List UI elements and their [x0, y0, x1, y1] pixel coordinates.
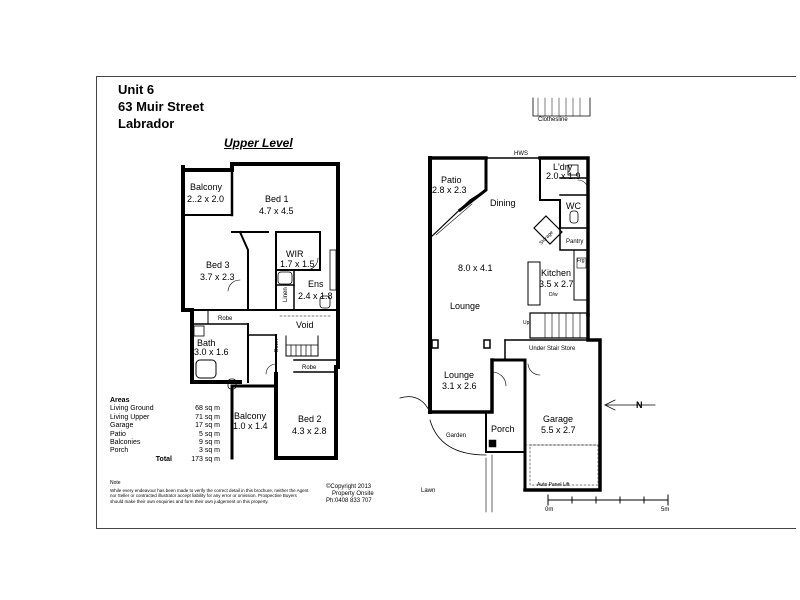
room-name: WC	[566, 201, 581, 211]
lawn-label: Lawn	[421, 488, 435, 494]
room-size: 1.7 x 1.5	[280, 259, 315, 269]
down-label: Down	[274, 339, 280, 352]
linen-label: Linen	[283, 287, 289, 302]
storage-label: Storage	[538, 230, 555, 247]
street-title: 63 Muir Street	[118, 99, 204, 114]
dishwasher-label: D/w	[549, 292, 558, 298]
disclaimer-note: While every endeavour has been made to v…	[110, 488, 309, 504]
garden-label: Garden	[446, 433, 466, 439]
room-name: Lounge	[450, 301, 480, 311]
robe-label: Robe	[218, 316, 233, 322]
clothesline-label: Clothesline	[538, 117, 568, 123]
room-name: Bed 3	[206, 260, 230, 270]
room-name: Ens	[308, 279, 324, 289]
room-size: 4.3 x 2.8	[292, 426, 327, 436]
copyright-text: ©Copyright 2013	[326, 484, 372, 490]
room-size: 8.0 x 4.1	[458, 263, 493, 273]
suburb-title: Labrador	[118, 116, 175, 131]
under-stair-label: Under Stair Store	[529, 346, 576, 352]
room-name: Bath	[197, 338, 216, 348]
scale-end-label: 5m	[661, 507, 669, 513]
up-label: Up	[523, 320, 530, 326]
pantry-label: Pantry	[566, 239, 583, 245]
room-name: Balcony	[190, 182, 223, 192]
company-name: Property Onsite	[332, 491, 374, 497]
note-heading: Note	[110, 480, 121, 486]
room-size: 4.7 x 4.5	[259, 206, 294, 216]
phone-number: Ph:0408 833 707	[326, 498, 372, 504]
north-label: N	[636, 400, 643, 410]
room-size: 3.0 x 1.6	[194, 347, 229, 357]
room-name: Garage	[543, 414, 573, 424]
room-size: 1.0 x 1.4	[233, 421, 268, 431]
scale-start-label: 0m	[545, 507, 553, 513]
room-name: Lounge	[444, 370, 474, 380]
room-name: Balcony	[234, 411, 267, 421]
room-name: Porch	[491, 424, 515, 434]
room-size: 2.8 x 2.3	[432, 185, 467, 195]
room-size: 3.5 x 2.7	[539, 279, 574, 289]
void-label: Void	[296, 320, 314, 330]
unit-title: Unit 6	[118, 82, 155, 97]
room-name: Dining	[490, 198, 516, 208]
fridge-label: Frg	[577, 258, 585, 264]
credit-block: ©Copyright 2013 Property Onsite Ph:0408 …	[326, 484, 374, 505]
room-size: 5.5 x 2.7	[541, 425, 576, 435]
hws-label: HWS	[514, 151, 528, 157]
auto-lift-label: Auto Panel Lift	[537, 482, 570, 488]
room-name: L'dry	[553, 162, 573, 172]
room-size: 2..2 x 2.0	[187, 194, 224, 204]
room-name: Patio	[441, 175, 462, 185]
upper-level-title: Upper Level	[224, 136, 293, 150]
room-name: Kitchen	[541, 268, 571, 278]
room-name: WIR	[286, 249, 304, 259]
areas-title: Areas	[110, 397, 130, 404]
robe-label: Robe	[302, 365, 317, 371]
room-name: Bed 1	[265, 194, 289, 204]
plan-sheet-border	[96, 76, 796, 529]
room-size: 2.4 x 1.8	[298, 291, 333, 301]
room-size: 3.1 x 2.6	[442, 381, 477, 391]
room-size: 3.7 x 2.3	[200, 272, 235, 282]
room-size: 2.0 x 1.9	[546, 171, 581, 181]
room-name: Bed 2	[298, 414, 322, 424]
